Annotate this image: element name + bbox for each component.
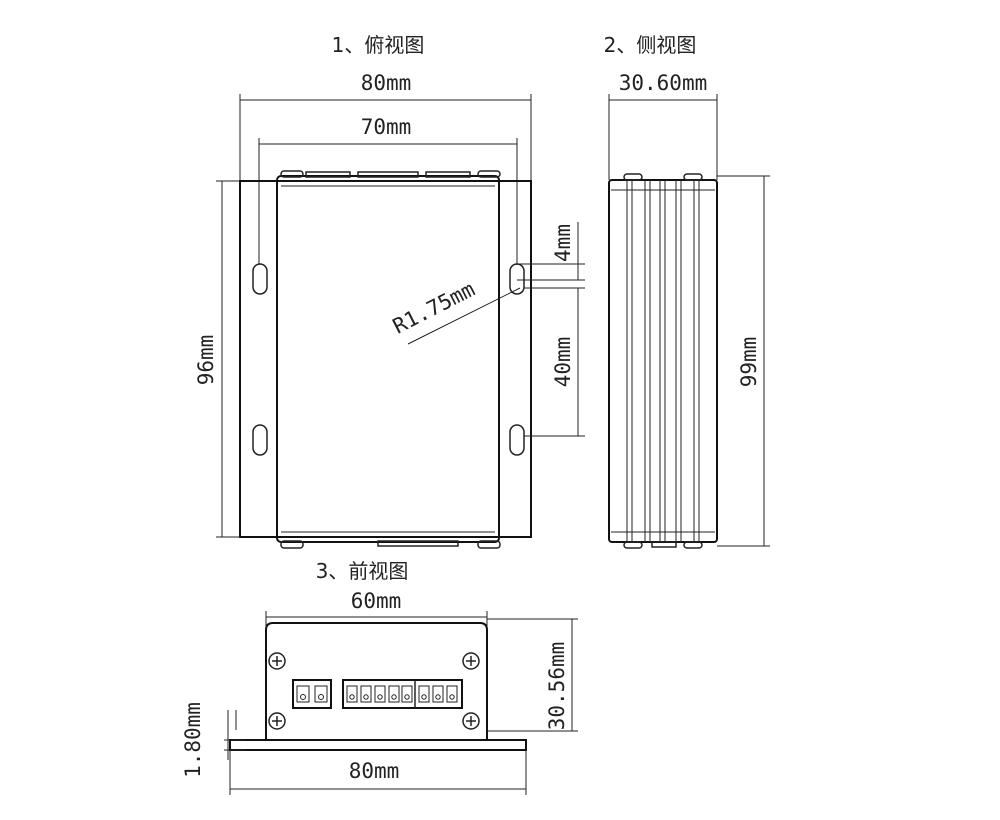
front-view: 3、前视图 60mm (181, 559, 578, 795)
terminal-block-multipin (342, 679, 463, 709)
top-view: 1、俯视图 80mm 70mm 96 (194, 33, 585, 549)
device-body (276, 175, 500, 543)
mounting-plate (239, 180, 532, 538)
slot-spacing-label: 40mm (551, 337, 575, 388)
terminal-block-2pin (292, 679, 332, 709)
side-view-title: 2、侧视图 (604, 33, 697, 57)
top-height-label: 96mm (194, 335, 218, 386)
top-view-title: 1、俯视图 (332, 33, 425, 57)
front-body (265, 622, 488, 740)
front-flange (229, 739, 527, 751)
top-width-holes-label: 70mm (361, 115, 412, 139)
top-width-outer-label: 80mm (361, 71, 412, 95)
front-width-body-label: 60mm (351, 589, 402, 613)
front-view-title: 3、前视图 (316, 559, 409, 583)
front-height-label: 30.56mm (545, 642, 569, 731)
side-height-label: 99mm (737, 337, 761, 388)
flange-thickness-label: 1.80mm (181, 702, 205, 778)
screw-icon (268, 712, 286, 730)
screw-icon (462, 712, 480, 730)
screw-icon (462, 652, 480, 670)
slot-top-left (252, 263, 268, 295)
slot-width-label: 4mm (551, 224, 575, 262)
side-width-label: 30.60mm (619, 71, 708, 95)
radius-label: R1.75mm (389, 277, 479, 339)
side-view: 2、侧视图 30.60mm 99mm (604, 33, 770, 549)
side-body (608, 179, 718, 543)
slot-bottom-right (509, 424, 525, 456)
slot-bottom-left (252, 424, 268, 456)
front-width-base-label: 80mm (349, 759, 400, 783)
screw-icon (268, 652, 286, 670)
